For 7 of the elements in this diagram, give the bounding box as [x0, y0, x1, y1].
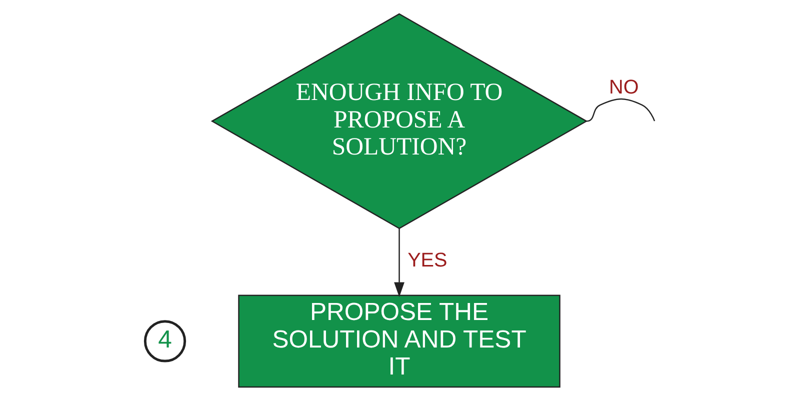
- node-box: PROPOSE THE SOLUTION AND TEST IT: [238, 294, 560, 388]
- node-diamond: ENOUGH INFO TO PROPOSE A SOLUTION?: [210, 12, 588, 229]
- edge-label: YES: [407, 249, 447, 272]
- arrow: [394, 228, 404, 297]
- edge-label: NO: [608, 76, 638, 98]
- connector: [586, 98, 655, 122]
- node-circle: 4: [143, 320, 186, 362]
